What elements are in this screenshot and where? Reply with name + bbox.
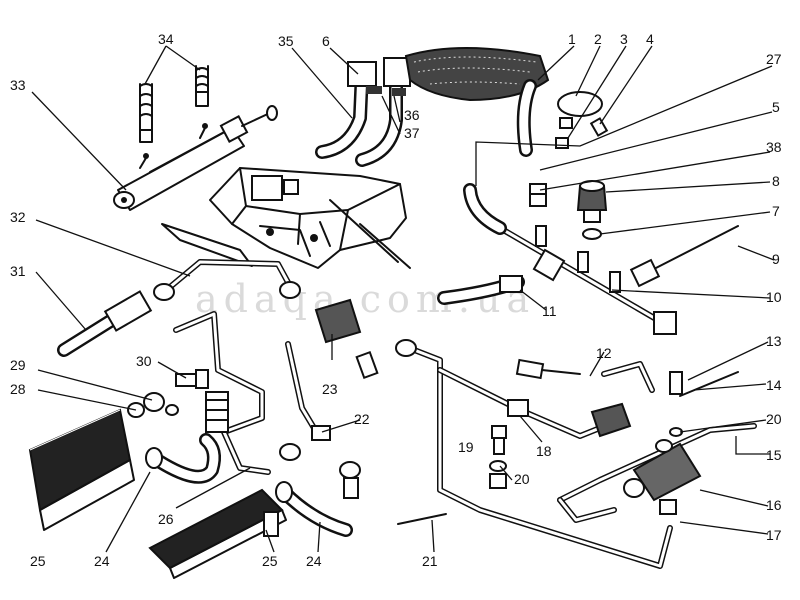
callout-3: 3 [620,31,628,47]
hydraulic-cylinder [113,105,278,211]
rod-9 [629,225,739,288]
callout-7: 7 [772,203,780,219]
callout-33: 33 [10,77,26,93]
engine-assembly [161,167,411,269]
pipe-26 [173,311,301,475]
radiator-25-left [28,408,135,531]
callout-29: 29 [10,357,26,373]
washer-7 [582,228,602,240]
callout-16: 16 [766,497,782,513]
fitting-23 [314,298,379,380]
callout-8: 8 [772,173,780,189]
callout-14: 14 [766,377,782,393]
callout-10: 10 [766,289,782,305]
cap-8 [576,180,608,223]
callout-22: 22 [354,411,370,427]
callout-23: 23 [322,381,338,397]
callout-20-center: 20 [514,471,530,487]
hose-11 [437,275,525,305]
pipe-22 [285,341,331,441]
callout-4: 4 [646,31,654,47]
callout-21: 21 [422,553,438,569]
callout-2: 2 [594,31,602,47]
pipe-15 [557,423,757,523]
callout-24-right: 24 [306,553,322,569]
callout-18: 18 [536,443,552,459]
callout-labels: 34 33 35 6 1 2 3 4 27 5 38 8 7 9 10 32 3… [10,31,782,569]
callout-11: 11 [542,303,557,319]
callout-12: 12 [596,345,612,361]
pipe-21 [395,339,673,569]
fuel-rail-10 [463,183,677,335]
callout-13: 13 [766,333,782,349]
pipe-13-14 [669,371,739,397]
pipe-18 [437,367,632,439]
callout-30: 30 [136,353,152,369]
callout-24-left: 24 [94,553,110,569]
bolt-30 [175,369,209,389]
callout-36: 36 [404,107,420,123]
fitting-38 [529,183,547,207]
coolant-hoses-35-37 [315,57,411,167]
radiator-25-right [148,488,287,579]
callout-34: 34 [158,31,174,47]
callout-20-right: 20 [766,411,782,427]
pipe-12 [515,358,655,393]
callout-6: 6 [322,33,330,49]
callout-19: 19 [458,439,474,455]
callout-17: 17 [766,527,782,543]
watermark-text: adaqa.com.ua [195,277,535,321]
callout-37: 37 [404,125,420,141]
callout-25-left: 25 [30,553,46,569]
valve-16 [623,427,702,515]
tube-31 [57,290,153,357]
callout-28: 28 [10,381,26,397]
hose-pair-34 [139,65,209,143]
callout-35: 35 [278,33,294,49]
bolt-19 [489,425,507,489]
callout-38: 38 [766,139,782,155]
leader-lines [31,45,775,553]
callout-9: 9 [772,251,780,267]
radiator-hose-1 [404,47,550,157]
callout-25-right: 25 [262,553,278,569]
callout-31: 31 [10,263,26,279]
callout-5: 5 [772,99,780,115]
hose-24-right [275,461,361,537]
callout-26: 26 [158,511,174,527]
washers-28-29 [127,392,179,418]
hose-clamp-2-4 [555,91,609,149]
callout-1: 1 [568,31,576,47]
callout-15: 15 [766,447,782,463]
callout-27: 27 [766,51,782,67]
pipe-32 [153,259,301,301]
callout-32: 32 [10,209,26,225]
hose-24-left [145,433,221,484]
